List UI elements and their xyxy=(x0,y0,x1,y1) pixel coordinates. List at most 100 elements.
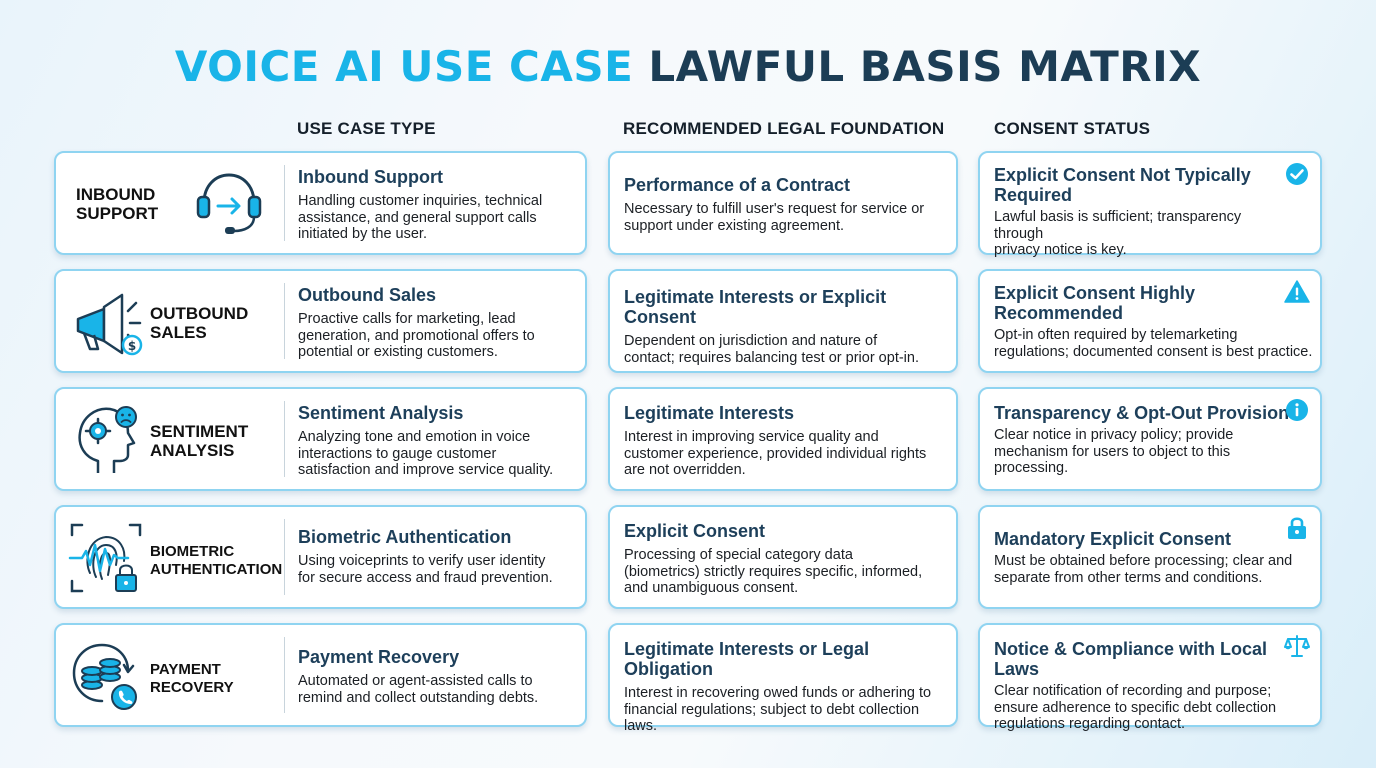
use-case-label: INBOUND SUPPORT xyxy=(76,185,158,223)
use-case-card-payment-recovery: PAYMENT RECOVERY Payment Recovery Automa… xyxy=(54,623,587,727)
legal-description: Interest in improving service quality an… xyxy=(624,429,954,479)
consent-description: Clear notice in privacy policy; provide … xyxy=(994,427,1294,477)
desc-line: are not overridden. xyxy=(624,462,746,478)
consent-description: Opt-in often required by telemarketing r… xyxy=(994,327,1320,360)
desc-line: assistance, and general support calls xyxy=(298,209,537,226)
use-case-description: Handling customer inquiries, technical a… xyxy=(298,193,578,243)
desc-line: regulations regarding contact. xyxy=(994,716,1186,732)
heading-line: Recommended xyxy=(994,303,1124,323)
label-line: INBOUND xyxy=(76,185,156,204)
consent-card-mandatory: Mandatory Explicit Consent Must be obtai… xyxy=(978,505,1322,609)
desc-line: Using voiceprints to verify user identit… xyxy=(298,553,546,569)
use-case-text: Biometric Authentication Using voiceprin… xyxy=(298,527,584,586)
desc-line: laws. xyxy=(624,718,658,734)
use-case-heading: Biometric Authentication xyxy=(298,527,512,547)
desc-line: processing. xyxy=(994,460,1069,476)
label-line: ANALYSIS xyxy=(150,441,235,460)
desc-line: Proactive calls for marketing, lead xyxy=(298,311,516,327)
heading-line: Performance of a Contract xyxy=(624,175,851,195)
consent-card-highly-recommended: Explicit Consent Highly Recommended Opt-… xyxy=(978,269,1322,373)
desc-line: Clear notice in privacy policy; provide xyxy=(994,427,1234,443)
megaphone-icon: $ xyxy=(76,293,143,356)
consent-heading: Explicit Consent Not Typically Required xyxy=(994,165,1294,205)
headset-icon xyxy=(196,173,262,234)
consent-card-transparency: Transparency & Opt-Out Provision Clear n… xyxy=(978,387,1322,491)
legal-text: Explicit Consent Processing of special c… xyxy=(624,521,954,597)
consent-heading: Transparency & Opt-Out Provision xyxy=(994,403,1294,423)
heading-line: Transparency & Opt-Out Provision xyxy=(994,403,1290,423)
legal-card-legitimate-or-legal: Legitimate Interests or Legal Obligation… xyxy=(608,623,958,734)
desc-line: remind and collect outstanding debts. xyxy=(298,689,539,706)
legal-description: Processing of special category data (bio… xyxy=(624,547,954,597)
info-icon xyxy=(1286,399,1308,421)
use-case-heading: Outbound Sales xyxy=(298,285,437,305)
desc-line: Automated or agent-assisted calls to xyxy=(298,673,533,689)
desc-line: Analyzing tone and emotion in voice xyxy=(298,429,531,445)
heading-line: Explicit Consent Not Typically xyxy=(994,165,1251,185)
use-case-card-inbound-support: INBOUND SUPPORT Inbound Support Handling… xyxy=(54,151,587,255)
consent-description: Clear notification of recording and purp… xyxy=(994,683,1294,733)
use-case-card-biometric-authentication: BIOMETRIC AUTHENTICATION Biometric Authe… xyxy=(54,505,587,609)
desc-line: interactions to gauge customer xyxy=(298,445,497,462)
label-line: BIOMETRIC xyxy=(150,543,235,560)
heading-line: Legitimate Interests or Explicit Consent xyxy=(624,287,887,327)
legal-text: Legitimate Interests or Legal Obligation… xyxy=(624,639,958,735)
legal-card-legitimate-or-consent: Legitimate Interests or Explicit Consent… xyxy=(608,269,958,373)
column-header-legal: RECOMMENDED LEGAL FOUNDATION xyxy=(623,119,945,138)
legal-heading: Performance of a Contract xyxy=(624,175,944,195)
heading-line: Explicit Consent xyxy=(624,521,766,541)
use-case-card-sentiment-analysis: SENTIMENT ANALYSIS Sentiment Analysis An… xyxy=(54,387,587,491)
legal-heading: Legitimate Interests or Legal Obligation xyxy=(624,639,958,679)
use-case-card-outbound-sales: $ OUTBOUND SALES Outbound Sales Proactiv… xyxy=(54,269,587,373)
page-title: VOICE AI USE CASE LAWFUL BASIS MATRIX xyxy=(0,42,1376,91)
check-circle-icon xyxy=(1286,163,1308,185)
title-main: LAWFUL BASIS MATRIX xyxy=(648,42,1202,91)
desc-line: initiated by the user. xyxy=(298,226,427,242)
desc-line: Processing of special category data xyxy=(624,547,853,563)
consent-description: Must be obtained before processing; clea… xyxy=(994,553,1310,586)
title-highlight: VOICE AI USE CASE xyxy=(174,42,634,91)
desc-line: satisfaction and improve service quality… xyxy=(298,462,554,478)
desc-line: Clear notification of recording and purp… xyxy=(994,683,1272,699)
use-case-text: Outbound Sales Proactive calls for marke… xyxy=(298,285,578,361)
scales-icon xyxy=(1284,635,1310,657)
consent-heading: Mandatory Explicit Consent xyxy=(994,529,1310,549)
fingerprint-icon xyxy=(68,523,142,593)
desc-line: privacy notice is key. xyxy=(994,242,1127,258)
consent-description: Lawful basis is sufficient; transparency… xyxy=(994,209,1294,259)
desc-line: (biometrics) strictly requires specific,… xyxy=(624,563,923,580)
legal-card-contract: Performance of a Contract Necessary to f… xyxy=(608,151,958,255)
legal-heading: Explicit Consent xyxy=(624,521,954,541)
heading-line: Explicit Consent Highly xyxy=(994,283,1196,303)
desc-line: Interest in improving service quality an… xyxy=(624,429,879,445)
desc-line: mechanism for users to object to this xyxy=(994,443,1231,460)
column-header-use-case: USE CASE TYPE xyxy=(297,119,436,138)
use-case-label: PAYMENT RECOVERY xyxy=(150,661,234,697)
consent-text: Transparency & Opt-Out Provision Clear n… xyxy=(994,403,1294,477)
heading-line: Required xyxy=(994,185,1073,205)
use-case-description: Analyzing tone and emotion in voice inte… xyxy=(298,429,584,479)
card-divider xyxy=(284,165,285,241)
consent-card-not-required: Explicit Consent Not Typically Required … xyxy=(978,151,1322,258)
head-gear-icon xyxy=(78,406,137,473)
heading-line: Legitimate Interests xyxy=(624,403,795,423)
consent-text: Explicit Consent Not Typically Required … xyxy=(994,165,1294,259)
desc-line: Lawful basis is sufficient; transparency… xyxy=(994,209,1242,242)
heading-line: Mandatory Explicit Consent xyxy=(994,529,1232,549)
desc-line: regulations; documented consent is best … xyxy=(994,343,1313,360)
card-divider xyxy=(284,283,285,359)
legal-heading: Legitimate Interests or Explicit Consent xyxy=(624,287,954,327)
use-case-text: Sentiment Analysis Analyzing tone and em… xyxy=(298,403,584,479)
use-case-description: Proactive calls for marketing, lead gene… xyxy=(298,311,578,361)
desc-line: Handling customer inquiries, technical xyxy=(298,193,543,209)
desc-line: customer experience, provided individual… xyxy=(624,445,927,462)
desc-line: potential or existing customers. xyxy=(298,344,498,360)
svg-text:$: $ xyxy=(128,339,136,353)
label-line: SENTIMENT xyxy=(150,422,249,441)
legal-heading: Legitimate Interests xyxy=(624,403,954,423)
label-line: SALES xyxy=(150,323,207,342)
legal-text: Performance of a Contract Necessary to f… xyxy=(624,175,944,234)
desc-line: and unambiguous consent. xyxy=(624,580,799,596)
desc-line: separate from other terms and conditions… xyxy=(994,569,1263,586)
desc-line: Dependent on jurisdiction and nature of xyxy=(624,333,878,349)
